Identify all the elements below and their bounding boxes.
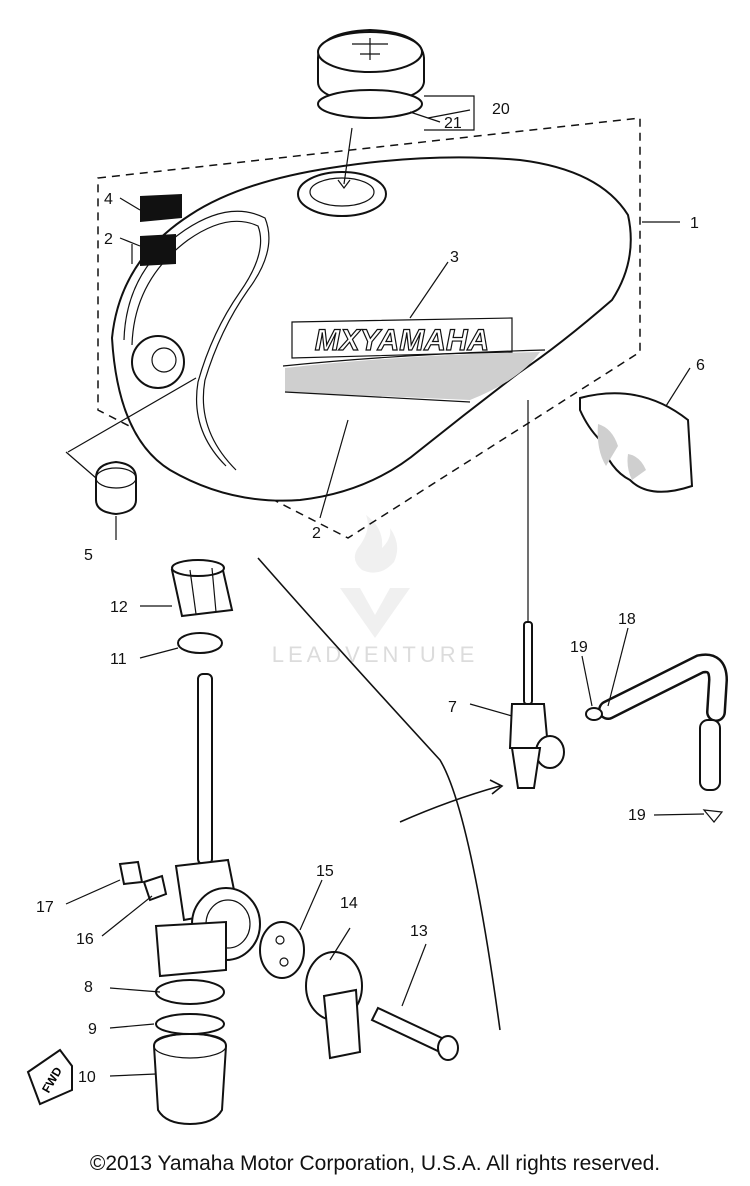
fuel-bowl bbox=[152, 1032, 228, 1126]
tank-decal: MXYAMAHA bbox=[315, 324, 489, 357]
fuel-tank bbox=[110, 156, 632, 502]
lever-gasket bbox=[259, 921, 305, 979]
grommet bbox=[95, 460, 137, 516]
watermark-logo bbox=[340, 515, 410, 638]
callout-9: 9 bbox=[88, 1021, 97, 1038]
callout-2-lower: 2 bbox=[312, 525, 321, 542]
fuel-cock-detail bbox=[152, 673, 261, 1126]
callout-1: 1 bbox=[690, 215, 699, 232]
callout-10: 10 bbox=[78, 1069, 96, 1086]
hose-clip-lower bbox=[702, 809, 724, 823]
callout-13: 13 bbox=[410, 923, 428, 940]
forward-arrow-icon bbox=[26, 1048, 73, 1106]
fuel-cock-assembly bbox=[508, 621, 565, 789]
callout-19-lower: 19 bbox=[628, 807, 646, 824]
callout-19-upper: 19 bbox=[570, 639, 588, 656]
bowl-gasket bbox=[155, 1013, 225, 1035]
callout-3: 3 bbox=[450, 249, 459, 266]
callout-15: 15 bbox=[316, 863, 334, 880]
callout-12: 12 bbox=[110, 599, 128, 616]
leader-cap bbox=[337, 127, 353, 189]
fuel-lever bbox=[305, 951, 363, 1060]
tank-group-boundary bbox=[97, 117, 641, 539]
decal-piece-2 bbox=[140, 234, 176, 266]
detail-arrow bbox=[399, 779, 504, 823]
washer bbox=[177, 632, 223, 654]
copyright-notice: ©2013 Yamaha Motor Corporation, U.S.A. A… bbox=[89, 1152, 661, 1175]
union-nut bbox=[170, 559, 234, 618]
callout-4: 4 bbox=[104, 191, 113, 208]
fuel-cap bbox=[317, 28, 425, 104]
fuel-hose bbox=[598, 653, 729, 791]
callout-6: 6 bbox=[696, 357, 705, 374]
decal-piece-4 bbox=[140, 194, 182, 222]
screw-16 bbox=[142, 874, 168, 902]
tank-damper bbox=[579, 392, 694, 493]
callout-20: 20 bbox=[492, 101, 510, 118]
hose-clip-upper bbox=[585, 707, 603, 721]
leader-lines bbox=[65, 95, 705, 1077]
watermark-text: LEADVENTURE bbox=[272, 642, 479, 667]
nut-17 bbox=[118, 860, 144, 886]
lever-screw bbox=[370, 1006, 459, 1061]
callout-2-upper: 2 bbox=[104, 231, 113, 248]
callout-11: 11 bbox=[110, 651, 127, 668]
callout-16: 16 bbox=[76, 931, 94, 948]
callout-14: 14 bbox=[340, 895, 358, 912]
callout-7: 7 bbox=[448, 699, 457, 716]
callout-17: 17 bbox=[36, 899, 54, 916]
detail-bracket bbox=[257, 557, 501, 1031]
callout-5: 5 bbox=[84, 547, 93, 564]
cap-gasket bbox=[317, 89, 423, 119]
callout-18: 18 bbox=[618, 611, 636, 628]
callout-8: 8 bbox=[84, 979, 93, 996]
callout-21: 21 bbox=[444, 115, 462, 132]
